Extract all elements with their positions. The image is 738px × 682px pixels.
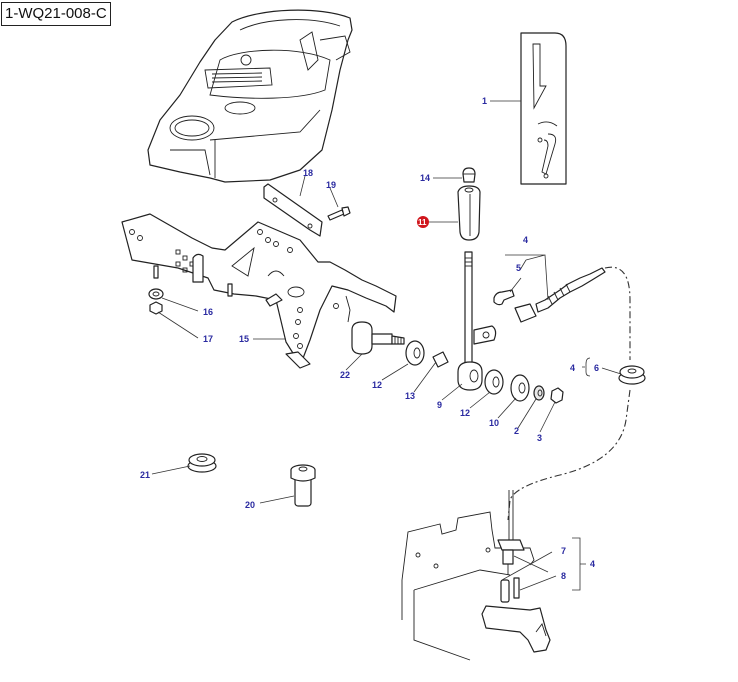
callout-8[interactable]: 8 [561,571,566,581]
washer-16 [148,288,164,300]
console-housing [147,9,353,183]
washer-12b [484,369,504,395]
callout-4c[interactable]: 4 [590,559,595,569]
callout-14[interactable]: 14 [420,173,430,183]
callout-12[interactable]: 12 [372,380,382,390]
lock-washer-2 [533,385,545,401]
callout-labels: 1 14 11 4 5 18 19 16 17 15 22 12 13 9 12… [140,96,599,581]
callout-9[interactable]: 9 [437,400,442,410]
callout-5[interactable]: 5 [516,263,521,273]
gear-knob [457,185,481,241]
callout-10[interactable]: 10 [489,418,499,428]
callout-3[interactable]: 3 [537,433,542,443]
callout-19[interactable]: 19 [326,180,336,190]
gearshift-cable [493,266,631,521]
fork-link [481,605,551,653]
callout-4[interactable]: 4 [523,235,528,245]
callout-15[interactable]: 15 [239,334,249,344]
callout-2[interactable]: 2 [514,426,519,436]
callout-21[interactable]: 21 [140,470,150,480]
callout-11[interactable]: 11 [418,218,427,227]
clip-8 [513,577,520,599]
mounting-bracket [121,213,397,369]
highlight-marker [417,216,429,228]
nut-17 [149,301,163,315]
callout-7[interactable]: 7 [561,546,566,556]
grommet-6 [618,365,646,385]
pin-13 [432,351,449,368]
callout-22[interactable]: 22 [340,370,350,380]
callout-20[interactable]: 20 [245,500,255,510]
callout-16[interactable]: 16 [203,307,213,317]
callout-13[interactable]: 13 [405,391,415,401]
callout-18[interactable]: 18 [303,168,313,178]
retainer-plate-18 [263,183,323,237]
diagram-code: 1-WQ21-008-C [1,2,111,26]
transmission-housing [401,490,535,661]
nut-3 [550,387,564,404]
pivot-bolt-22 [351,321,405,355]
callout-12b[interactable]: 12 [460,408,470,418]
clevis-pin-7 [500,579,510,603]
bushing-20 [290,464,316,507]
grommet-21 [187,453,217,473]
washer-10 [510,374,530,402]
bolt-19 [327,206,351,221]
knob-cap [462,167,476,183]
callout-6[interactable]: 6 [594,363,599,373]
washer-12a [405,340,425,366]
callout-4b[interactable]: 4 [570,363,575,373]
leader-lines [151,100,622,591]
gear-lever [457,251,497,391]
shift-pattern-decal [520,32,567,185]
callout-17[interactable]: 17 [203,334,213,344]
callout-1[interactable]: 1 [482,96,487,106]
